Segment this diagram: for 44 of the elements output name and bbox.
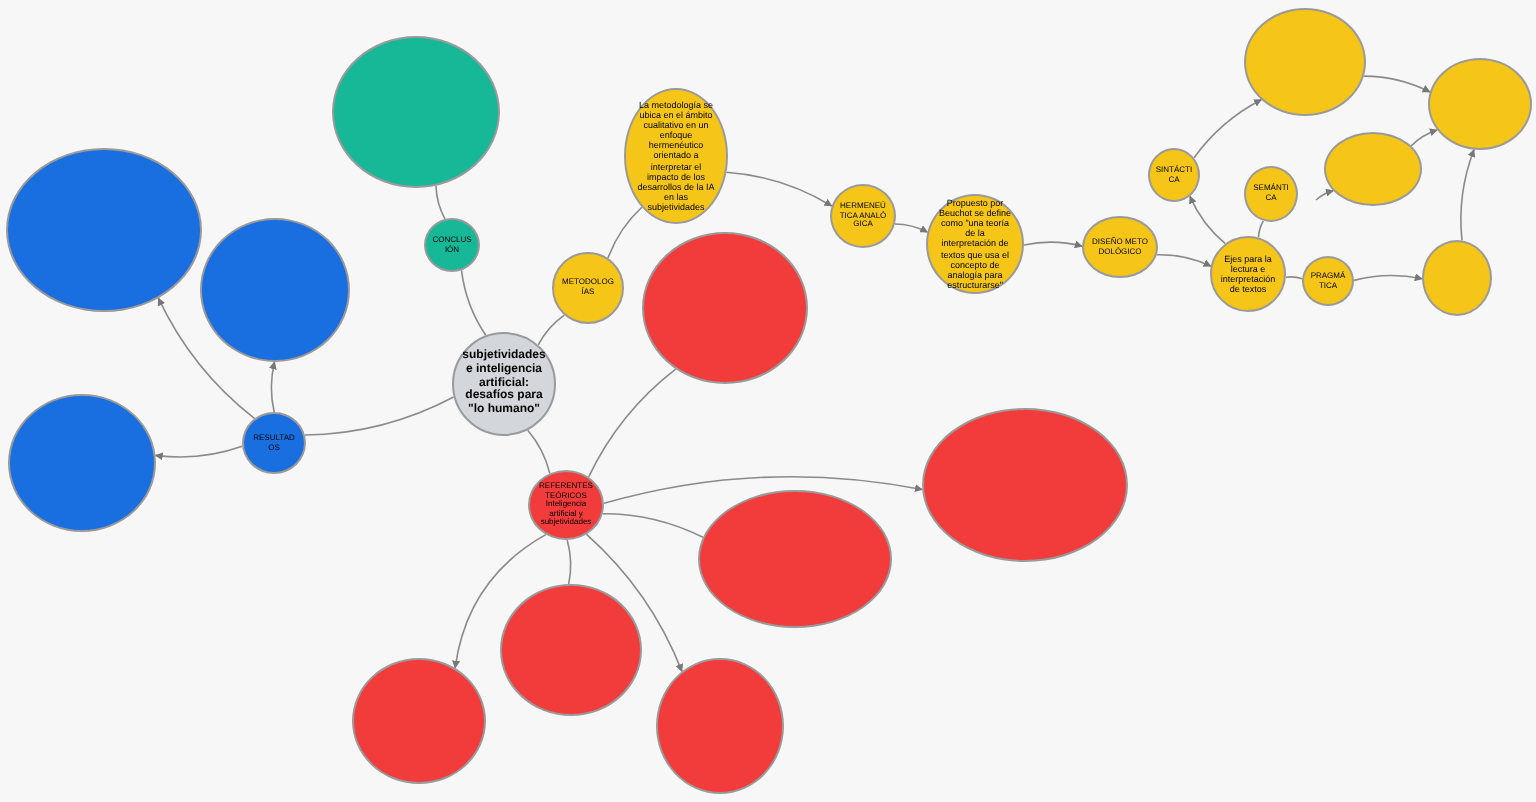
connector-line xyxy=(452,533,547,669)
connector-line xyxy=(602,512,704,539)
connector-line xyxy=(566,539,572,585)
connector-line xyxy=(1315,188,1335,201)
topic-circle xyxy=(552,252,624,324)
connector-line xyxy=(1189,195,1227,245)
text-circle xyxy=(1324,132,1422,206)
topic-circle xyxy=(1082,216,1158,278)
connector-line xyxy=(154,445,243,461)
connector-line xyxy=(1193,98,1263,159)
connector-line xyxy=(603,475,923,505)
topic-circle xyxy=(926,194,1024,294)
connector-line xyxy=(537,314,566,346)
text-circle xyxy=(1422,240,1492,316)
connector-line xyxy=(1257,220,1265,239)
topic-circle xyxy=(528,470,604,540)
topic-circle xyxy=(1210,236,1286,312)
connector-line xyxy=(1363,75,1431,93)
connector-line xyxy=(157,297,256,420)
connector-line xyxy=(1460,148,1476,242)
connector-line xyxy=(894,223,929,233)
topic-circle xyxy=(424,218,480,272)
topic-circle xyxy=(1244,166,1298,222)
connector-line xyxy=(269,361,277,413)
topic-circle xyxy=(1302,256,1354,306)
connector-line xyxy=(585,533,683,673)
topic-circle xyxy=(452,332,556,436)
topic-circle xyxy=(624,88,728,224)
connector-line xyxy=(304,396,455,436)
connector-line xyxy=(1353,273,1423,282)
text-circle xyxy=(1428,58,1532,150)
connector-line xyxy=(1023,240,1083,249)
connector-line xyxy=(460,269,487,337)
connector-line xyxy=(1156,253,1212,267)
connector-line xyxy=(1285,276,1303,280)
connector-line xyxy=(587,368,677,478)
topic-circle xyxy=(1148,148,1200,202)
connector-line xyxy=(526,429,551,475)
connector-line xyxy=(1410,128,1438,147)
connector-line xyxy=(435,185,446,220)
connector-line xyxy=(607,206,643,259)
connector-line xyxy=(725,171,833,207)
topic-circle xyxy=(830,184,896,248)
topic-circle xyxy=(242,412,306,474)
